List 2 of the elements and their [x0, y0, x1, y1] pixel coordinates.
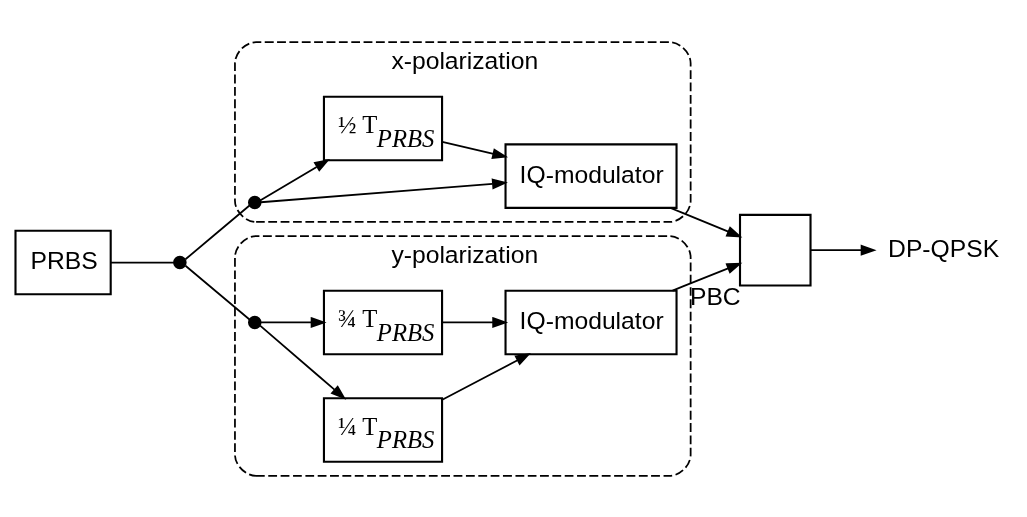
node-text: DP-QPSK: [888, 234, 1000, 262]
node-label: PBC: [689, 282, 741, 310]
